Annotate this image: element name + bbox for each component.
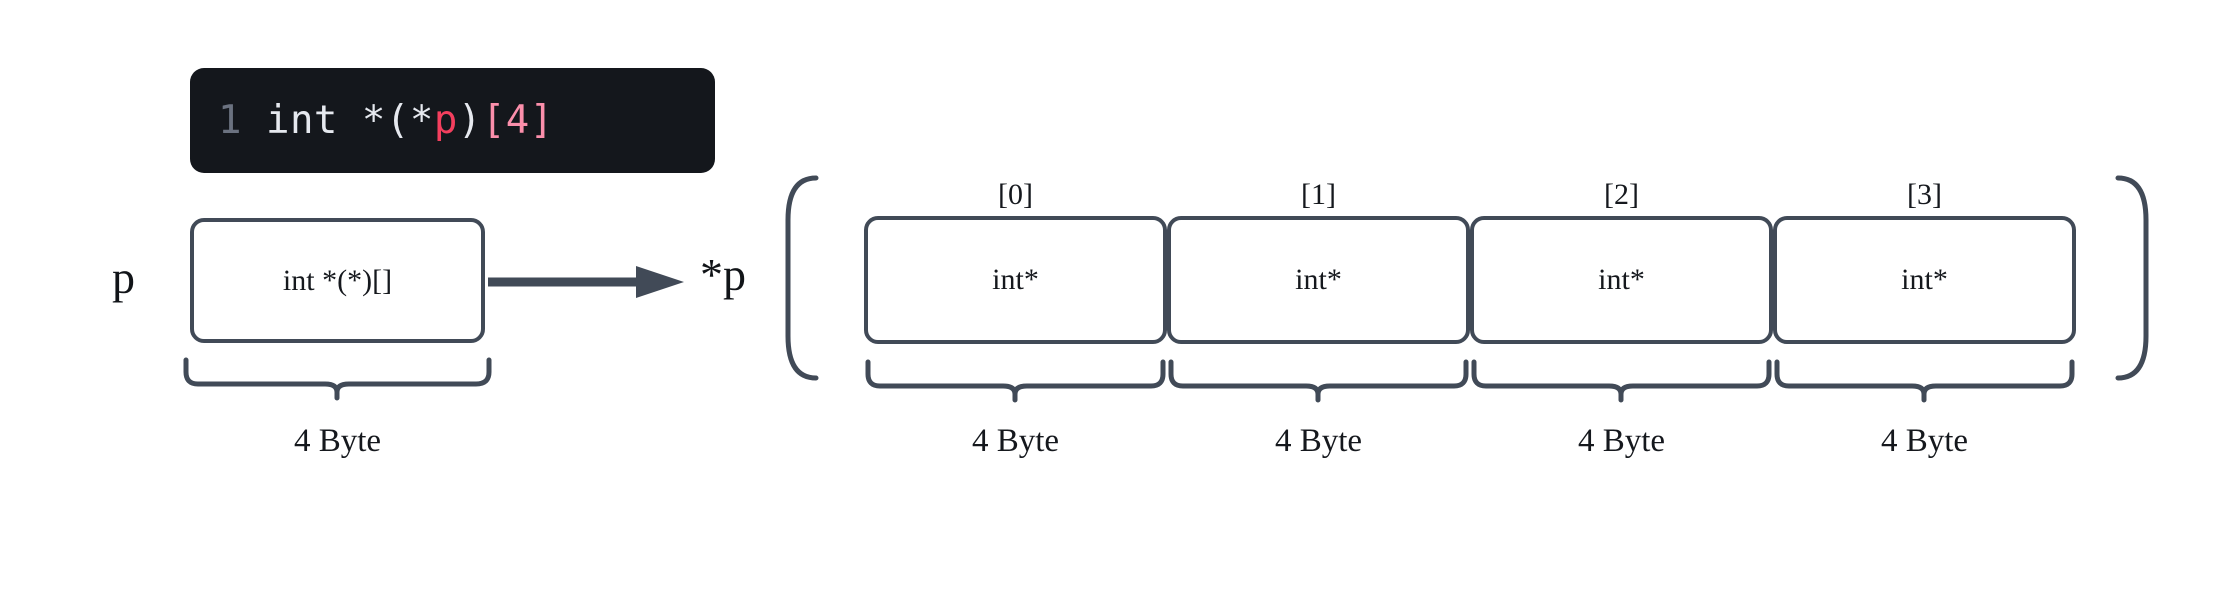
array-index-label-3: [3] <box>1907 178 1942 211</box>
code-token-plain-2: ) <box>457 98 482 143</box>
points-to-arrow <box>488 262 688 302</box>
array-cell-2: int* <box>1470 216 1773 344</box>
code-token-variable: p <box>433 98 458 143</box>
pointer-size-brace <box>182 357 493 401</box>
pointer-variable-label: p <box>112 252 135 303</box>
array-size-label-2: 4 Byte <box>1577 423 1666 459</box>
dereferenced-pointer-label: *p <box>700 249 746 300</box>
array-size-brace-3 <box>1773 359 2076 403</box>
array-cell-3: int* <box>1773 216 2076 344</box>
array-size-brace-2 <box>1470 359 1773 403</box>
array-index-label-1: [1] <box>1301 178 1336 211</box>
array-close-paren <box>2112 174 2152 382</box>
array-index-label-2: [2] <box>1604 178 1639 211</box>
array-open-paren <box>782 174 822 382</box>
code-line-number: 1 <box>218 98 242 143</box>
code-token-index: [4] <box>481 98 554 143</box>
code-block: 1 int *(*p)[4] <box>190 68 715 173</box>
array-cell-1: int* <box>1167 216 1470 344</box>
code-line: 1 int *(*p)[4] <box>218 101 554 140</box>
array-size-brace-1 <box>1167 359 1470 403</box>
array-size-brace-0 <box>864 359 1167 403</box>
array-cell-0: int* <box>864 216 1167 344</box>
pointer-size-label: 4 Byte <box>293 423 382 459</box>
array-index-label-0: [0] <box>998 178 1033 211</box>
array-size-label-0: 4 Byte <box>971 423 1060 459</box>
array-size-label-1: 4 Byte <box>1274 423 1363 459</box>
pointer-box: int *(*)[] <box>190 218 485 343</box>
code-token-plain-1: int *(* <box>265 98 434 143</box>
array-size-label-3: 4 Byte <box>1880 423 1969 459</box>
